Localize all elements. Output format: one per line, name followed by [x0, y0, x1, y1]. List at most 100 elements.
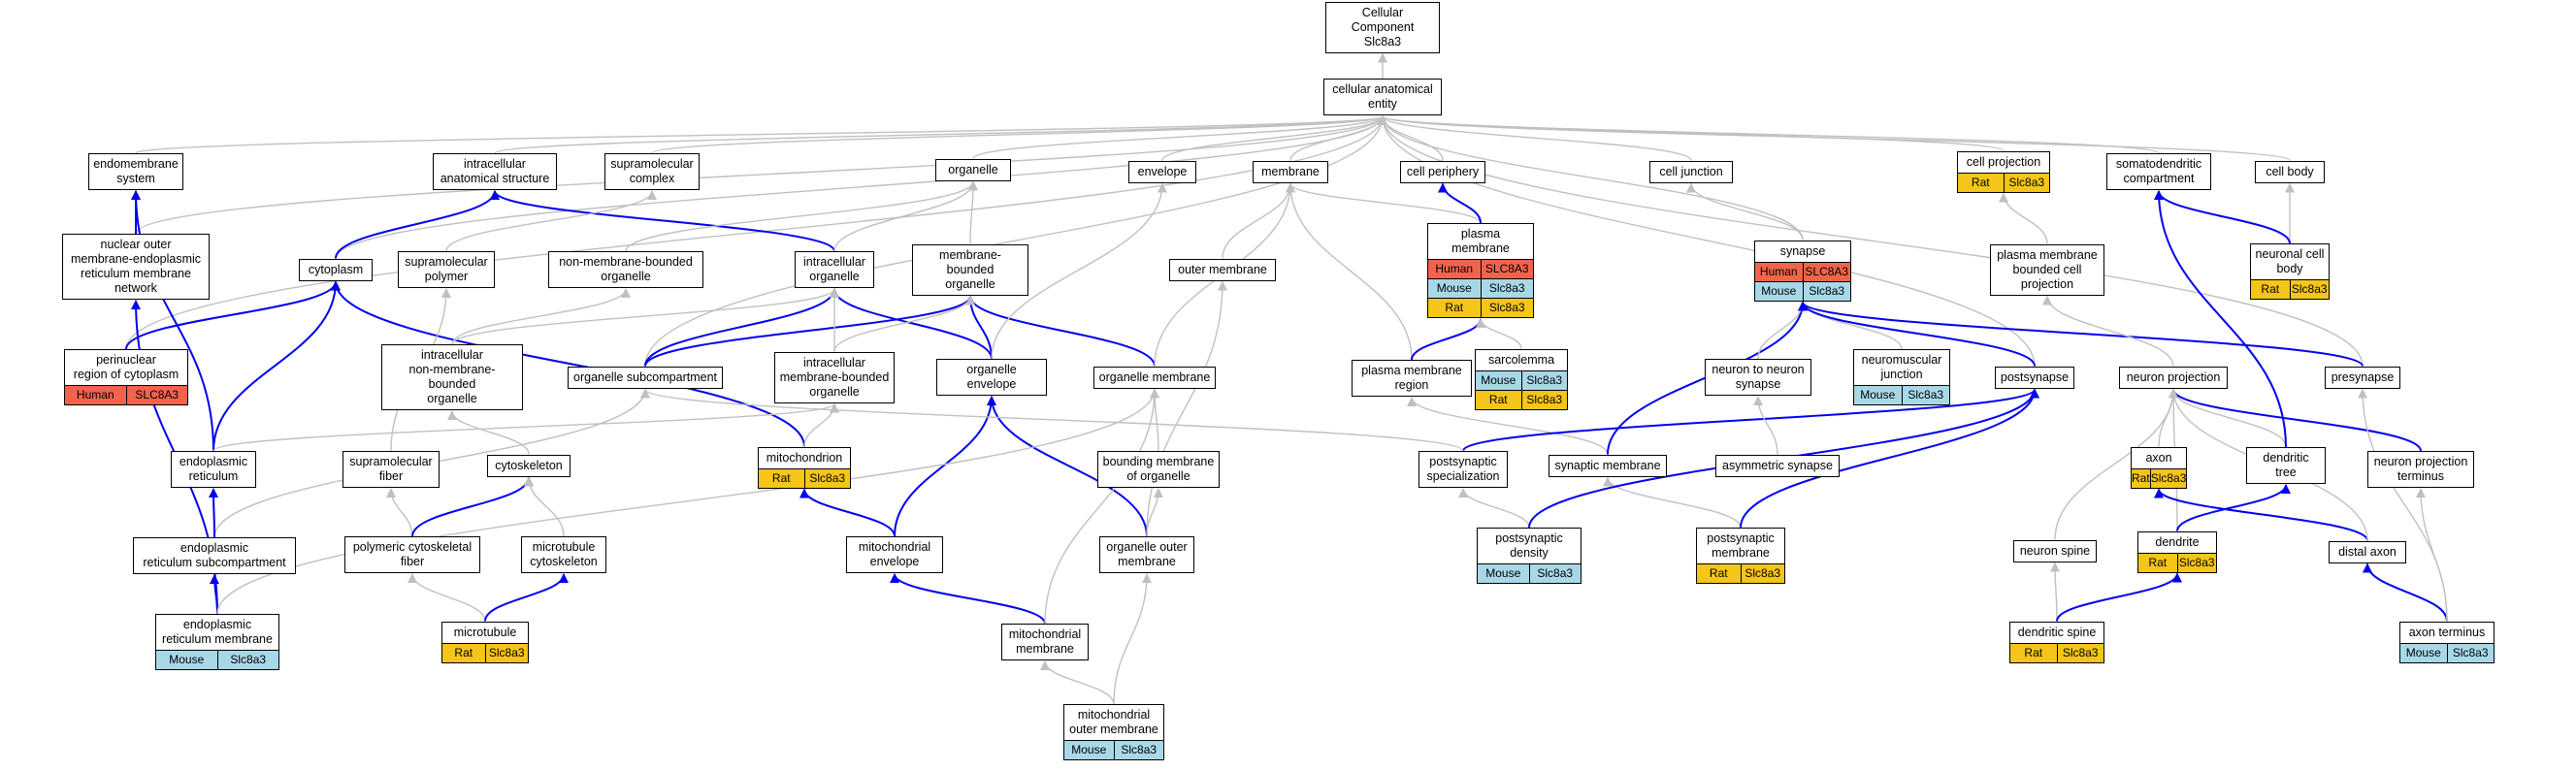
- node-intnonmem[interactable]: intracellular non-membrane-bounded organ…: [381, 344, 523, 410]
- edge-synapse-to-junction: [1686, 182, 1804, 241]
- node-dendtree[interactable]: dendritic tree: [2246, 447, 2326, 484]
- node-label: endoplasmic reticulum subcompartment: [143, 541, 286, 569]
- node-polycyto[interactable]: polymeric cytoskeletal fiber: [344, 536, 480, 573]
- node-intmemorg[interactable]: intracellular membrane-bounded organelle: [774, 351, 895, 403]
- node-somato[interactable]: somatodendritic compartment: [2106, 153, 2211, 190]
- node-supapolymer[interactable]: supramolecular polymer: [398, 251, 495, 288]
- gene-symbol: SLC8A3: [125, 386, 188, 404]
- node-nonmemorg[interactable]: non-membrane-bounded organelle: [548, 251, 703, 288]
- node-n2n[interactable]: neuron to neuron synapse: [1705, 359, 1811, 396]
- node-endomembrane[interactable]: endomembrane system: [88, 153, 183, 190]
- node-periphery[interactable]: cell periphery: [1400, 160, 1485, 183]
- node-label: neuron projection terminus: [2373, 455, 2468, 483]
- node-memorg[interactable]: membrane-bounded organelle: [912, 243, 1028, 296]
- node-cytoplasm[interactable]: cytoplasm: [299, 258, 373, 281]
- node-intorg[interactable]: intracellular organelle: [795, 251, 874, 288]
- node-ias[interactable]: intracellular anatomical structure: [433, 153, 557, 190]
- node-presynapse[interactable]: presynapse: [2325, 366, 2400, 389]
- gene-symbol: Slc8a3: [2149, 468, 2186, 488]
- node-envelope[interactable]: envelope: [1128, 160, 1196, 183]
- node-label: membrane: [1261, 164, 1320, 178]
- node-label: intracellular non-membrane-bounded organ…: [408, 348, 496, 405]
- node-pss[interactable]: postsynaptic specialization: [1418, 451, 1508, 488]
- node-outermem[interactable]: outer membrane: [1169, 258, 1276, 281]
- node-label: membrane-bounded organelle: [939, 247, 1001, 291]
- species-name: Mouse: [1481, 372, 1516, 387]
- species-name: Rat: [1445, 301, 1464, 314]
- species-name: Rat: [771, 470, 791, 485]
- node-cellbody[interactable]: cell body: [2255, 160, 2325, 183]
- node-cc[interactable]: Cellular Component Slc8a3: [1325, 1, 1440, 53]
- species-name: Mouse: [1860, 388, 1896, 402]
- node-spine[interactable]: neuron spine: [2013, 539, 2097, 562]
- edge-cytoskeleton-to-intnonmem: [447, 410, 530, 455]
- node-mtcyto[interactable]: microtubule cytoskeleton: [521, 536, 606, 573]
- node-neuronproj[interactable]: neuron projection: [2119, 366, 2228, 389]
- edge-mito-to-cytoplasm: [331, 280, 805, 447]
- node-er[interactable]: endoplasmic reticulum: [171, 451, 256, 488]
- node-pmbcp[interactable]: plasma membrane bounded cell projection: [1990, 243, 2104, 296]
- node-membrane[interactable]: membrane: [1253, 160, 1328, 183]
- species-name: Human: [1435, 262, 1474, 275]
- gene-symbol: Slc8a3: [484, 643, 529, 662]
- node-supracomplex[interactable]: supramolecular complex: [604, 153, 700, 190]
- node-ersub[interactable]: endoplasmic reticulum subcompartment: [133, 537, 296, 574]
- node-nucouter[interactable]: nuclear outer membrane-endoplasmic retic…: [62, 234, 210, 300]
- edge-neuronproj-to-pmbcp: [2042, 295, 2174, 367]
- node-distalaxon[interactable]: distal axon: [2329, 540, 2406, 563]
- node-cae[interactable]: cellular anatomical entity: [1323, 79, 1442, 115]
- node-postsynapse[interactable]: postsynapse: [1995, 366, 2074, 389]
- node-npt[interactable]: neuron projection terminus: [2367, 451, 2474, 488]
- node-organelle[interactable]: organelle: [935, 158, 1011, 181]
- node-label: mitochondrial membrane: [1008, 627, 1082, 656]
- edge-cytoplasm-to-cae: [335, 115, 1387, 259]
- node-mitomem[interactable]: mitochondrial membrane: [1001, 624, 1089, 660]
- edge-polycyto-to-supafiber: [386, 488, 413, 537]
- node-label: somatodendritic compartment: [2115, 157, 2202, 185]
- node-supafiber[interactable]: supramolecular fiber: [342, 451, 440, 488]
- node-orgmem[interactable]: organelle membrane: [1093, 366, 1216, 389]
- node-orgenv[interactable]: organelle envelope: [936, 359, 1047, 396]
- node-label: polymeric cytoskeletal fiber: [352, 540, 473, 568]
- node-pmregion[interactable]: plasma membrane region: [1352, 360, 1472, 397]
- node-orgsub[interactable]: organelle subcompartment: [568, 366, 723, 389]
- node-bmo[interactable]: bounding membrane of organelle: [1097, 451, 1220, 488]
- edge-supracomplex-to-cae: [651, 115, 1387, 154]
- node-orgoutmem[interactable]: organelle outer membrane: [1099, 536, 1194, 573]
- node-cytoskeleton[interactable]: cytoskeleton: [487, 454, 571, 477]
- node-asymsyn[interactable]: asymmetric synapse: [1715, 454, 1840, 477]
- edge-orgmem-to-memorg: [965, 295, 1156, 367]
- species-name: Mouse: [1436, 281, 1472, 295]
- node-synmem[interactable]: synaptic membrane: [1549, 454, 1667, 477]
- node-junction[interactable]: cell junction: [1649, 160, 1733, 183]
- gene-symbol: Slc8a3: [1113, 741, 1164, 759]
- node-mitoenv[interactable]: mitochondrial envelope: [846, 536, 943, 573]
